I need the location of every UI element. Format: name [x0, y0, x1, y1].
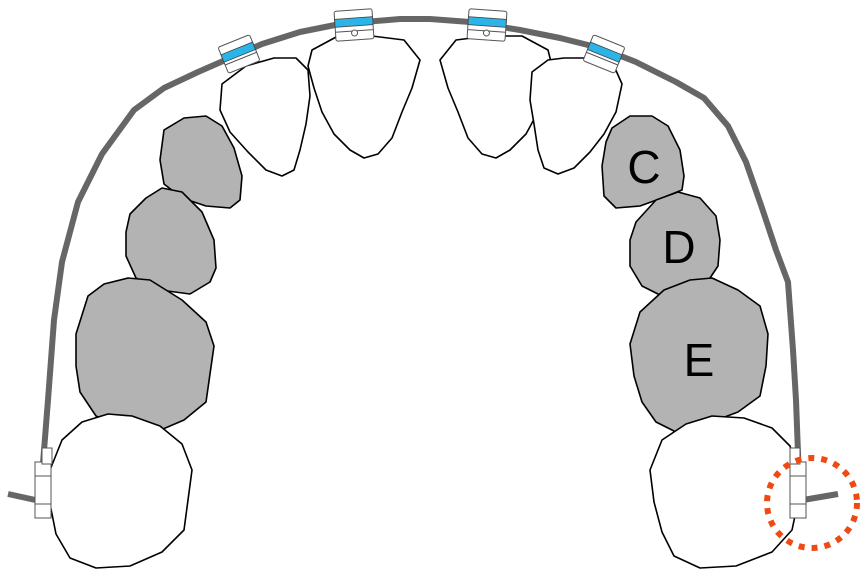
- bracket-2: [333, 8, 375, 42]
- right-primary-second-molar: [75, 277, 215, 433]
- highlight-circle: [764, 455, 860, 551]
- bracket-4-pad: [586, 41, 623, 63]
- bracket-4: [583, 34, 625, 74]
- right-lateral-incisor: [219, 57, 311, 177]
- right-central-incisor: [307, 35, 421, 159]
- left-first-molar: [649, 415, 799, 569]
- left-primary-first-molar: [629, 191, 721, 297]
- right-primary-canine: [159, 115, 243, 209]
- right-primary-first-molar: [125, 187, 217, 295]
- left-molar-tube: [789, 447, 807, 519]
- bracket-1: [218, 34, 260, 74]
- bracket-3: [466, 8, 508, 42]
- left-lateral-incisor: [529, 57, 623, 175]
- right-molar-tube: [34, 447, 53, 519]
- bracket-2-pad: [334, 16, 374, 28]
- label-d: D: [662, 221, 695, 273]
- bracket-1-pad: [220, 41, 257, 63]
- label-e: E: [684, 334, 715, 386]
- right-first-molar: [49, 413, 193, 569]
- left-primary-second-molar: [629, 277, 769, 433]
- bracket-3-pad: [467, 16, 507, 28]
- label-c: C: [627, 141, 660, 193]
